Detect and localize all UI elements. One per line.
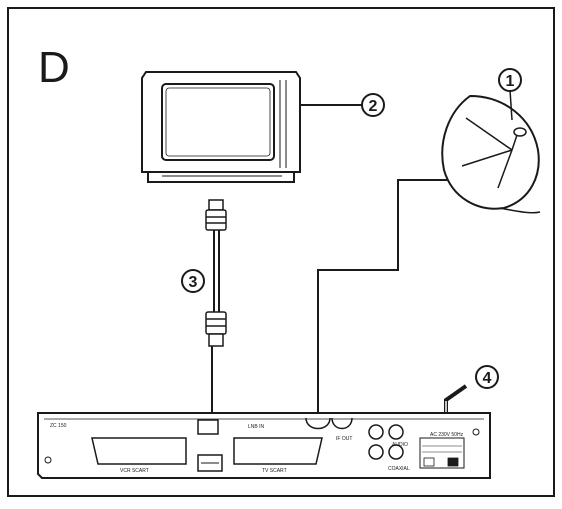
- screw-icon: [44, 456, 52, 464]
- lnb-in-connector: [305, 417, 331, 430]
- callout-number: 1: [506, 73, 515, 90]
- callout-1: 1: [498, 68, 522, 92]
- audio-label: AUDIO: [392, 442, 408, 448]
- callout-circle: [498, 68, 522, 92]
- scart-connector-tv: [233, 437, 323, 465]
- callout-4: 4: [475, 365, 499, 389]
- television: [141, 71, 301, 183]
- receiver-model-text: ZC 150: [50, 423, 67, 429]
- scart-connector-vcr: [91, 437, 187, 465]
- rca-jack-audio-right: [388, 424, 404, 440]
- tv-stand: [147, 171, 295, 183]
- callout-circle: [181, 269, 205, 293]
- lnb-out-label: IF OUT: [336, 436, 352, 442]
- lnb-in-label: LNB IN: [248, 424, 265, 430]
- waste-bin-icon: [447, 457, 459, 467]
- coaxial-label: COAXIAL: [388, 466, 410, 472]
- scart-tv-label: TV SCART: [262, 468, 287, 474]
- power-rating-label: AC 230V 50Hz: [430, 432, 464, 438]
- dish-edge: [499, 207, 541, 214]
- callout-number: 3: [189, 274, 198, 291]
- scart-vcr-label: VCR SCART: [120, 468, 149, 474]
- callout-3: 3: [181, 269, 205, 293]
- satellite-dish: [441, 94, 541, 214]
- coaxial-jack: [388, 444, 404, 460]
- lnb-out-connector: [331, 417, 353, 430]
- scart-plug-bottom: [208, 333, 224, 347]
- panel-letter: D: [38, 43, 70, 92]
- callout-number: 2: [369, 98, 378, 115]
- callout-number: 4: [483, 370, 492, 387]
- scart-cable: [205, 199, 227, 347]
- scart-plug-bottom-body: [205, 311, 227, 335]
- dish-lnb: [513, 127, 527, 137]
- scart-plug-top: [208, 199, 224, 211]
- tv-screen-inner: [165, 87, 271, 157]
- dish-strut: [461, 149, 513, 167]
- receiver-rear-panel: [37, 384, 491, 479]
- lnb-coax-cable: [317, 179, 448, 418]
- ce-mark-icon: [423, 457, 435, 467]
- scart-plug-top-body: [205, 209, 227, 231]
- callout-circle: [361, 93, 385, 117]
- rca-jack-audio-left: [368, 424, 384, 440]
- dish-reflector: [441, 94, 540, 210]
- screw-icon: [472, 428, 480, 436]
- rca-jack-video: [368, 444, 384, 460]
- dish-leader-line: [509, 89, 513, 121]
- callout-circle: [475, 365, 499, 389]
- usb-port: [197, 419, 219, 435]
- dish-strut: [497, 149, 513, 189]
- dish-strut: [465, 117, 513, 151]
- callout-2: 2: [361, 93, 385, 117]
